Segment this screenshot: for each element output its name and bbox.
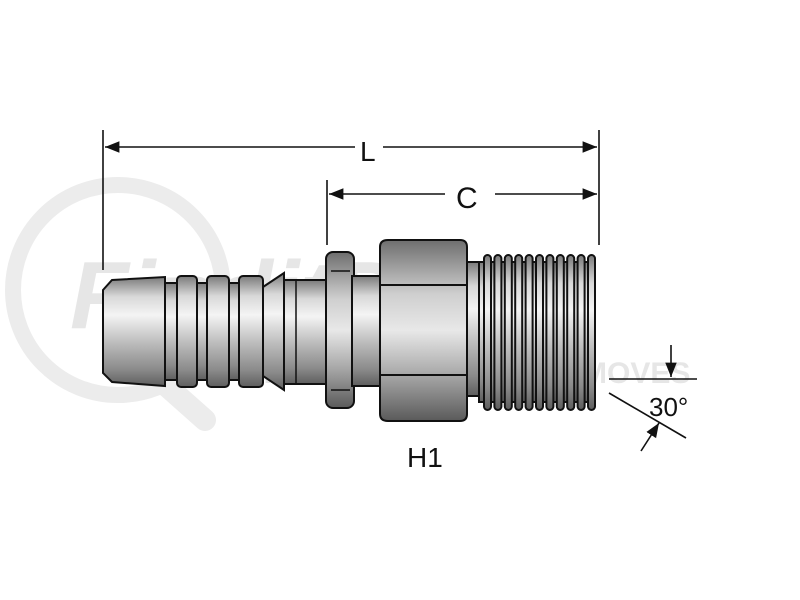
male-pipe-thread bbox=[478, 254, 596, 411]
thread-crest bbox=[555, 254, 565, 411]
label-angle: 30° bbox=[649, 392, 688, 422]
barb-taper bbox=[262, 271, 285, 392]
thread-crest bbox=[503, 254, 513, 411]
barb-tip bbox=[102, 275, 166, 388]
label-overall-length: L bbox=[360, 136, 376, 167]
thread-crest bbox=[493, 254, 503, 411]
angle-arrow-bottom bbox=[640, 422, 660, 452]
barb-ring-5 bbox=[228, 282, 240, 381]
thread-crests bbox=[483, 254, 596, 411]
thread-crest bbox=[514, 254, 524, 411]
watermark-magnifier-handle bbox=[149, 369, 216, 431]
angle-inclined-line bbox=[608, 392, 687, 439]
hex-body bbox=[379, 239, 468, 422]
dimension-lines bbox=[102, 130, 697, 452]
collar bbox=[325, 251, 381, 409]
collar-flange bbox=[325, 251, 355, 409]
barb-shank bbox=[283, 279, 329, 385]
thread-crest bbox=[535, 254, 544, 411]
thread-crest bbox=[566, 254, 576, 411]
hex-nut bbox=[379, 239, 480, 422]
thread-crest bbox=[587, 254, 596, 411]
thread-crest bbox=[545, 254, 555, 411]
barb-ring-6 bbox=[238, 275, 264, 388]
label-hex: H1 bbox=[407, 442, 443, 473]
barb-ring-2 bbox=[176, 275, 198, 388]
label-cutoff-length: C bbox=[456, 182, 478, 215]
barb-ring-4 bbox=[206, 275, 230, 388]
barb-ring-3 bbox=[196, 282, 208, 381]
collar-neck bbox=[351, 275, 381, 387]
thread-crest bbox=[483, 254, 492, 411]
barb-ring-1 bbox=[164, 282, 178, 381]
hose-barb bbox=[102, 271, 329, 392]
thread-crest bbox=[524, 254, 534, 411]
thread-crest bbox=[576, 254, 586, 411]
